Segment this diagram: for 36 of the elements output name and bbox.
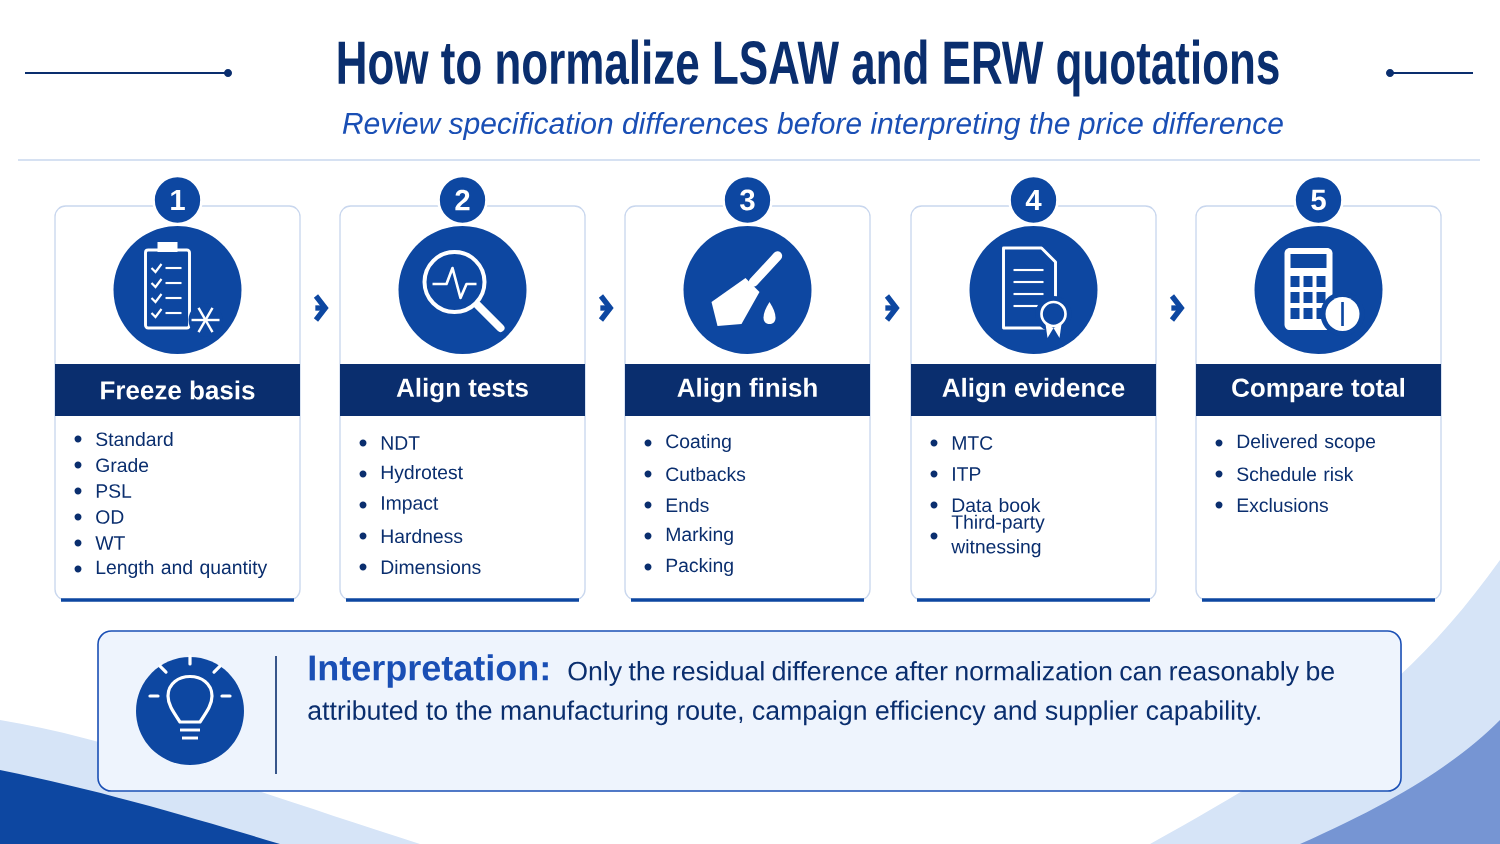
bullet-item: ITP bbox=[930, 467, 981, 481]
bullet-item: NDT bbox=[359, 436, 420, 450]
step-heading: Compare total bbox=[1196, 364, 1441, 416]
bullet-item: Dimensions bbox=[359, 559, 481, 575]
step-heading: Align tests bbox=[340, 364, 585, 416]
note-text: Interpretation: Only the residual difference after normalization can reasonably be attributed to the manufacturing route, campaign efficiency and supplier capability. bbox=[308, 654, 1334, 726]
bullet-item: Ends bbox=[644, 497, 709, 513]
step-number: 2 bbox=[437, 174, 488, 226]
step-number: 1 bbox=[152, 174, 203, 226]
step-number: 5 bbox=[1293, 174, 1344, 226]
bullet-item: OD bbox=[74, 510, 124, 524]
bullet-item: WT bbox=[74, 536, 125, 550]
bullet-item: PSL bbox=[74, 484, 132, 498]
bullet-item: Grade bbox=[74, 457, 149, 473]
step-heading: Freeze basis bbox=[55, 364, 300, 416]
bullet-item: Coating bbox=[644, 434, 731, 452]
bullet-item: Length and quantity bbox=[74, 560, 268, 578]
bullet-item: Delivered scope bbox=[1215, 434, 1376, 452]
bullet-item: Packing bbox=[644, 558, 733, 576]
bullet-item: Hydrotest bbox=[359, 465, 463, 483]
bullet-item: Impact bbox=[359, 496, 439, 514]
step-heading: Align evidence bbox=[911, 364, 1156, 416]
title: How to normalize LSAW and ERW quotations bbox=[338, 39, 1279, 97]
bullet-item: MTC bbox=[930, 436, 993, 450]
bullet-item: Exclusions bbox=[1215, 497, 1328, 513]
bullet-item: Marking bbox=[644, 527, 733, 545]
bullet-item: Data book bbox=[930, 497, 1041, 513]
step-number: 4 bbox=[1008, 174, 1059, 226]
bullet-item: Schedule risk bbox=[1215, 466, 1354, 482]
bullet-item: Hardness bbox=[359, 528, 463, 544]
step-heading: Align finish bbox=[625, 364, 870, 416]
bullet-item: Standard bbox=[74, 431, 173, 447]
step-number: 3 bbox=[722, 174, 773, 226]
bullet-item: Third-party witnessing bbox=[930, 514, 1045, 558]
subtitle: Review specification differences before interpreting the price difference bbox=[342, 112, 1283, 140]
bullet-item: Cutbacks bbox=[644, 466, 746, 482]
